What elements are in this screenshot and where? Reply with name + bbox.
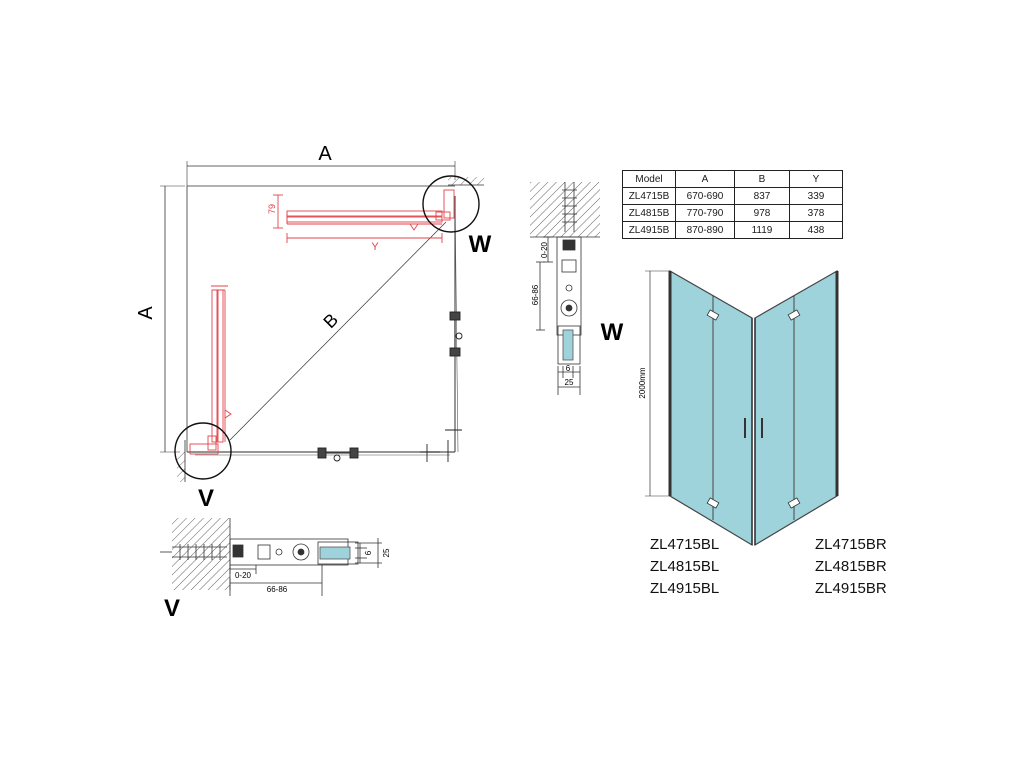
- model-left-item: ZL4715BL: [650, 536, 720, 553]
- models-left-list: ZL4715BL ZL4815BL ZL4915BL: [650, 534, 719, 600]
- dimension-79: 79: [267, 204, 277, 214]
- cell-model: ZL4815B: [622, 204, 676, 222]
- dim-v-66-86: 66-86: [267, 585, 288, 594]
- cell-model: ZL4715B: [622, 187, 676, 205]
- cell-b: 1119: [734, 221, 790, 239]
- dimension-a-side: A: [135, 306, 157, 320]
- corner-v-detail: [189, 435, 219, 455]
- dim-w-0-20: 0-20: [540, 241, 549, 258]
- cell-y: 438: [789, 221, 843, 239]
- cell-model: ZL4915B: [622, 221, 676, 239]
- cell-y: 339: [789, 187, 843, 205]
- dimension-y: Y: [371, 241, 379, 253]
- header-b: B: [734, 170, 790, 188]
- cell-y: 378: [789, 204, 843, 222]
- model-left-item: ZL4915BL: [650, 580, 720, 597]
- models-right-list: ZL4715BR ZL4815BR ZL4915BR: [815, 534, 887, 600]
- cell-b: 978: [734, 204, 790, 222]
- table-row: ZL4815B 770-790 978 378: [622, 204, 843, 222]
- dimension-a-top: A: [318, 143, 332, 165]
- dim-w-6: 6: [566, 364, 571, 373]
- table-row: ZL4715B 670-690 837 339: [622, 187, 843, 205]
- corner-w-detail: [435, 189, 455, 221]
- dim-w-66-86: 66-86: [531, 284, 540, 305]
- dim-w-25: 25: [565, 378, 574, 387]
- table-row: ZL4915B 870-890 1119 438: [622, 221, 843, 239]
- dimension-b: B: [319, 309, 342, 332]
- model-left-item: ZL4815BL: [650, 558, 720, 575]
- dim-v-6: 6: [364, 550, 373, 555]
- label-v-plan: V: [198, 485, 214, 512]
- model-right-item: ZL4715BR: [815, 536, 887, 553]
- label-w-detail: W: [601, 319, 624, 346]
- model-right-item: ZL4915BR: [815, 580, 887, 597]
- model-right-item: ZL4815BR: [815, 558, 887, 575]
- table-header-row: Model A B Y: [622, 170, 843, 188]
- dim-v-0-20: 0-20: [235, 571, 252, 580]
- plan-view: A A B: [135, 143, 492, 512]
- header-model: Model: [622, 170, 676, 188]
- cell-a: 770-790: [675, 204, 735, 222]
- bottom-side-hardware: [317, 444, 440, 462]
- cell-a: 670-690: [675, 187, 735, 205]
- right-side-hardware: [445, 311, 463, 462]
- detail-v: [160, 518, 382, 596]
- header-y: Y: [789, 170, 843, 188]
- label-v-detail: V: [164, 595, 180, 622]
- label-w-plan: W: [469, 231, 492, 258]
- dim-v-25: 25: [382, 548, 391, 557]
- top-folded-door: [273, 194, 443, 243]
- header-a: A: [675, 170, 735, 188]
- left-folded-door: [211, 285, 232, 443]
- enclosure-3d: 2000mm: [638, 269, 839, 547]
- cell-b: 837: [734, 187, 790, 205]
- detail-w: [530, 182, 600, 395]
- cell-a: 870-890: [675, 221, 735, 239]
- spec-table: Model A B Y ZL4715B 670-690 837 339 ZL48…: [622, 170, 843, 239]
- height-label: 2000mm: [638, 367, 647, 398]
